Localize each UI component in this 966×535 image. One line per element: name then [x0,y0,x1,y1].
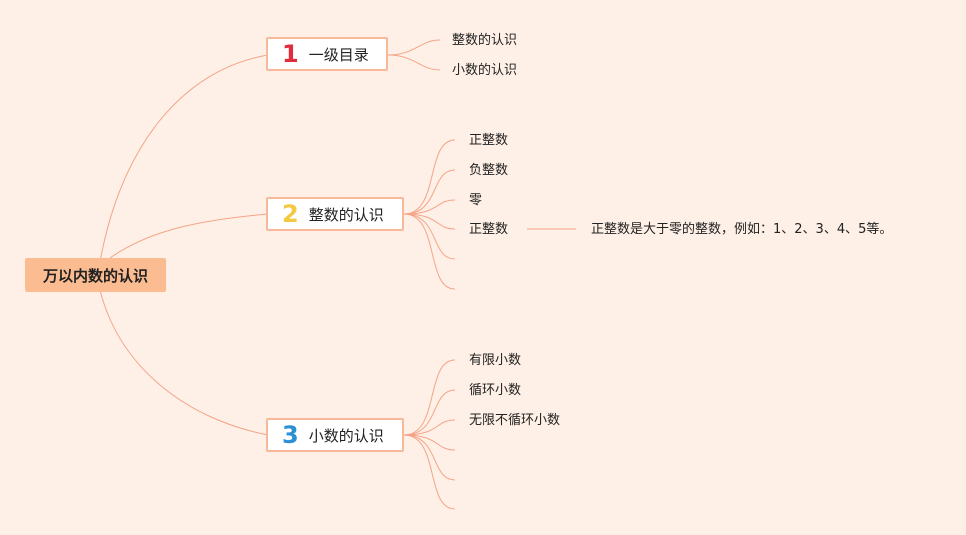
leaf-b2-4[interactable]: 正整数 [469,222,509,237]
leaf-b2-2[interactable]: 负整数 [469,163,509,178]
leaf-b3-2[interactable]: 循环小数 [469,383,522,398]
root-node[interactable]: 万以内数的认识 [25,258,166,292]
link-b2-c2 [403,169,456,215]
leaf-b2-3[interactable]: 零 [469,193,483,208]
link-b2-c1 [403,139,456,215]
link-b2-c3 [403,199,456,215]
branch-node-2[interactable]: 2 整数的认识 [266,197,404,231]
link-b3-c3 [403,419,456,436]
link-b2-c6 [403,213,456,290]
branch-3-label: 小数的认识 [308,426,384,445]
link-b3-c4 [403,434,456,451]
leaf-b3-3[interactable]: 无限不循环小数 [469,413,561,428]
link-root-branch-2 [109,213,269,259]
link-b3-c6 [403,434,456,510]
number-2-icon: 2 [282,200,299,228]
branch-1-label: 一级目录 [308,45,369,64]
link-b1-c2 [387,54,441,71]
link-b2-c5 [403,213,456,260]
link-b3-c1 [403,359,456,436]
branch-2-label: 整数的认识 [308,205,384,224]
number-3-icon: 3 [282,421,299,449]
number-1-icon: 1 [282,40,299,68]
root-label: 万以内数的认识 [42,266,148,285]
leaf-b2-1[interactable]: 正整数 [469,133,509,148]
link-root-branch-1 [99,54,269,263]
link-b2-c4 [403,213,456,230]
note-positive-integer[interactable]: 正整数是大于零的整数，例如：1、2、3、4、5等。 [591,222,893,237]
leaf-b1-2[interactable]: 小数的认识 [452,63,518,78]
leaf-b1-1[interactable]: 整数的认识 [452,33,518,48]
link-b1-c1 [387,39,441,56]
branch-node-1[interactable]: 1 一级目录 [266,37,388,71]
link-b3-c2 [403,389,456,436]
link-root-branch-3 [99,289,269,436]
branch-node-3[interactable]: 3 小数的认识 [266,418,404,452]
leaf-b3-1[interactable]: 有限小数 [469,353,522,368]
link-b3-c5 [403,434,456,481]
